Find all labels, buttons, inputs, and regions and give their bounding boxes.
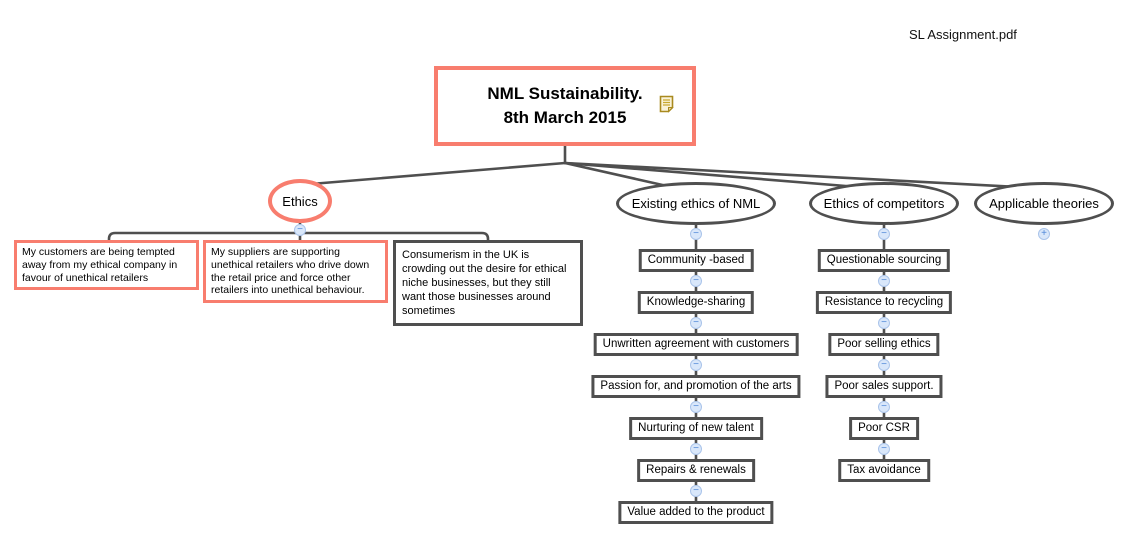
collapse-toggle-icon[interactable]: − [690, 275, 702, 287]
collapse-toggle-icon[interactable]: − [690, 317, 702, 329]
note-node[interactable]: My suppliers are supporting unethical re… [203, 240, 388, 304]
collapse-toggle-icon[interactable]: − [690, 228, 702, 240]
root-title-line2: 8th March 2015 [503, 108, 627, 127]
branch-node-applicable-theories[interactable]: Applicable theories [974, 182, 1114, 225]
chain-node[interactable]: Questionable sourcing [817, 249, 951, 272]
collapse-toggle-icon[interactable]: − [690, 443, 702, 455]
branch-node-ethics-of-competitors[interactable]: Ethics of competitors [809, 182, 959, 225]
collapse-toggle-icon[interactable]: − [878, 317, 890, 329]
chain-node[interactable]: Passion for, and promotion of the arts [591, 375, 801, 398]
collapse-toggle-icon[interactable]: − [878, 359, 890, 371]
chain-node[interactable]: Unwritten agreement with customers [593, 333, 799, 356]
chain-node[interactable]: Poor selling ethics [828, 333, 940, 356]
branch-line-ethics [309, 161, 567, 186]
branch-line-competitors [563, 161, 860, 189]
root-node[interactable]: NML Sustainability. 8th March 2015 [434, 66, 696, 146]
chain-node[interactable]: Knowledge-sharing [637, 291, 755, 314]
collapse-toggle-icon[interactable]: − [878, 228, 890, 240]
collapse-toggle-icon[interactable]: − [294, 224, 306, 236]
branch-node-existing-ethics-of-nml[interactable]: Existing ethics of NML [616, 182, 776, 225]
chain-node[interactable]: Poor CSR [849, 417, 919, 440]
chain-node[interactable]: Value added to the product [618, 501, 774, 524]
collapse-toggle-icon[interactable]: − [878, 443, 890, 455]
chain-node[interactable]: Poor sales support. [825, 375, 943, 398]
collapse-toggle-icon[interactable]: − [690, 359, 702, 371]
root-title: NML Sustainability. 8th March 2015 [487, 82, 642, 130]
chain-node[interactable]: Community -based [638, 249, 754, 272]
root-title-line1: NML Sustainability. [487, 84, 643, 103]
chain-node[interactable]: Tax avoidance [838, 459, 930, 482]
note-icon[interactable] [659, 95, 674, 113]
branch-node-ethics[interactable]: Ethics [268, 179, 332, 223]
chain-node[interactable]: Nurturing of new talent [629, 417, 763, 440]
collapse-toggle-icon[interactable]: − [878, 275, 890, 287]
branch-line-nml [563, 161, 669, 188]
branch-line-theories [563, 161, 1020, 189]
collapse-toggle-icon[interactable]: − [878, 401, 890, 413]
chain-node[interactable]: Repairs & renewals [637, 459, 755, 482]
expand-toggle-icon[interactable]: + [1038, 228, 1050, 240]
note-node[interactable]: My customers are being tempted away from… [14, 240, 199, 291]
chain-node[interactable]: Resistance to recycling [815, 291, 953, 314]
collapse-toggle-icon[interactable]: − [690, 401, 702, 413]
document-title: SL Assignment.pdf [909, 27, 1017, 42]
collapse-toggle-icon[interactable]: − [690, 485, 702, 497]
note-node[interactable]: Consumerism in the UK is crowding out th… [393, 240, 583, 326]
